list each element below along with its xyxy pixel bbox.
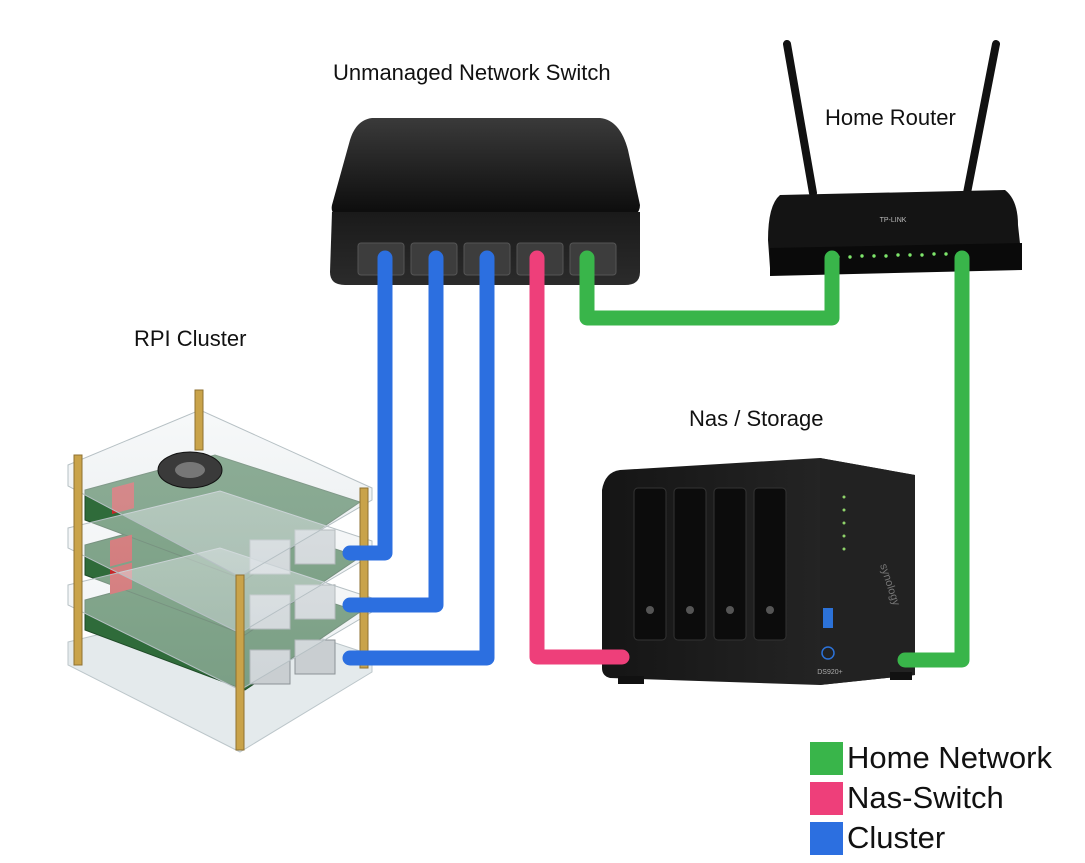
standoff [73, 454, 83, 666]
cable-switch-router [579, 250, 840, 326]
router-brand-label: TP-LINK [880, 217, 907, 224]
cluster-label: RPI Cluster [134, 326, 247, 351]
cable-cluster-2 [342, 250, 444, 613]
legend-label: Home Network [847, 740, 1052, 775]
standoff [235, 574, 245, 751]
cable-cluster-1 [342, 250, 393, 561]
nas-device: synology DS920+ [602, 458, 915, 685]
nas-drive-bay [753, 487, 787, 641]
home-router: TP-LINK [768, 40, 1022, 276]
standoff [194, 389, 204, 451]
nas-status-leds [842, 495, 846, 551]
cable-switch-nas [529, 250, 630, 665]
cable-router-nas [897, 250, 970, 668]
legend-item-home-network: Home Network [810, 738, 1052, 778]
legend-label: Nas-Switch [847, 780, 1004, 815]
switch-label: Unmanaged Network Switch [333, 60, 611, 85]
nas-drive-bay [713, 487, 747, 641]
router-antenna [783, 40, 817, 197]
power-button-icon [821, 646, 835, 660]
legend-label: Cluster [847, 820, 946, 855]
nas-label: Nas / Storage [689, 406, 824, 431]
legend: Home Network Nas-Switch Cluster [810, 738, 1052, 858]
legend-swatch [810, 741, 843, 775]
cable-cluster-3 [342, 250, 495, 666]
rpi-cluster [67, 389, 373, 753]
nas-drive-bay [673, 487, 707, 641]
legend-item-nas-switch: Nas-Switch [810, 778, 1052, 818]
standoff [359, 487, 369, 669]
router-label: Home Router [825, 105, 956, 130]
legend-swatch [810, 781, 843, 815]
nas-model-label: DS920+ [817, 669, 843, 676]
legend-swatch [810, 821, 843, 855]
nas-drive-bay [633, 487, 667, 641]
usb-port [823, 608, 833, 628]
router-antenna [963, 40, 1000, 197]
legend-item-cluster: Cluster [810, 818, 1052, 858]
